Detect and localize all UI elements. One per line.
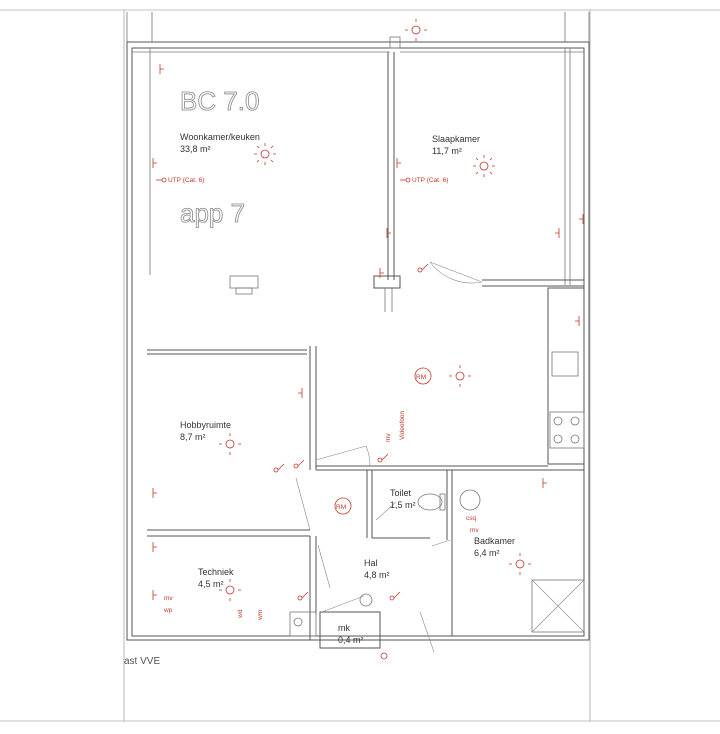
apartment-label: app 7: [180, 198, 245, 228]
wm-label: wm: [257, 610, 264, 621]
block-code: BC 7.0: [180, 86, 260, 116]
light-icon: [473, 155, 495, 177]
room-area-hal: 4,8 m²: [364, 570, 390, 580]
svg-text:RM: RM: [416, 374, 426, 381]
svg-text:RM: RM: [336, 504, 346, 511]
room-name-slaapkamer: Slaapkamer: [432, 134, 480, 144]
wp-label: wp: [163, 607, 173, 614]
utp-outlet-living: UTP (Cat. 6): [156, 177, 204, 184]
room-name-toilet: Toilet: [390, 488, 412, 498]
room-area-slaapkamer: 11,7 m²: [432, 146, 462, 156]
outlet-icon: [152, 64, 584, 600]
room-area-badkamer: 6,4 m²: [474, 548, 500, 558]
fixtures: [229, 275, 481, 627]
switch-icon: [273, 263, 429, 660]
room-name-hobbyruimte: Hobbyruimte: [180, 420, 231, 430]
smoke-detector-icon: RM: [414, 367, 432, 385]
light-icon: [219, 579, 241, 601]
light-icon: [405, 19, 427, 41]
room-area-woonkamer: 33,8 m²: [180, 144, 211, 154]
doors: [295, 261, 483, 653]
footer-label: ast VVE: [124, 656, 160, 667]
room-area-techniek: 4,5 m²: [198, 579, 224, 589]
light-icon: [219, 433, 241, 455]
room-name-hal: Hal: [364, 558, 378, 568]
utp-outlet-bedroom: UTP (Cat. 6): [400, 177, 448, 184]
room-name-techniek: Techniek: [198, 567, 234, 577]
room-area-toilet: 1,5 m²: [390, 500, 416, 510]
light-icon: [449, 365, 471, 387]
light-icon: [509, 553, 531, 575]
room-name-badkamer: Badkamer: [474, 536, 515, 546]
room-name-woonkamer: Woonkamer/keuken: [180, 132, 260, 142]
csq-label: csq: [466, 515, 477, 522]
outer-walls: [126, 12, 590, 641]
svg-text:UTP (Cat. 6): UTP (Cat. 6): [412, 177, 448, 184]
mv-label-3: mv: [470, 527, 479, 534]
svg-text:UTP (Cat. 6): UTP (Cat. 6): [168, 177, 204, 184]
mv-label: mv: [164, 595, 173, 602]
room-area-hobbyruimte: 8,7 m²: [180, 432, 206, 442]
mv-label-2: mv: [385, 433, 392, 442]
interior-walls: [147, 52, 585, 649]
videofoon-label: Videofoon: [399, 410, 406, 440]
smoke-detector-icon: RM: [334, 497, 352, 515]
wd-label: wd: [237, 609, 244, 619]
light-icon: [254, 143, 276, 165]
room-name-mk: mk: [338, 623, 350, 633]
room-area-mk: 0,4 m²: [338, 635, 364, 645]
